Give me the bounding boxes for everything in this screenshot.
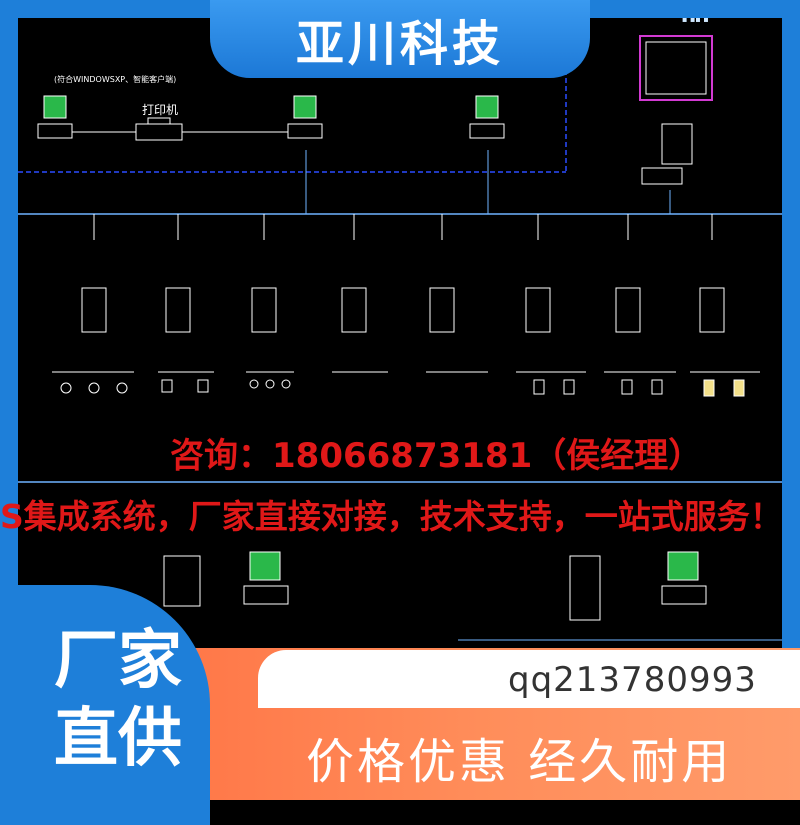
frame-right-bar [782, 0, 800, 800]
qq-number: qq213780993 [508, 660, 757, 700]
service-slogan: S集成系统，厂家直接对接，技术支持，一站式服务！ [0, 497, 783, 536]
badge-line-1: 厂家 [54, 624, 182, 698]
printer-label: 打印机 [142, 103, 178, 117]
server-computer-icon [641, 123, 693, 185]
workstation-icon [287, 95, 323, 139]
factory-direct-badge [0, 585, 210, 825]
cad-diagram-canvas: ▪ ▪▪ ▪ 打印机 (符合WINDOWSXP、智能客户端) [18, 0, 782, 650]
system-diagram: ▪ ▪▪ ▪ 打印机 (符合WINDOWSXP、智能客户端) [18, 15, 782, 641]
brand-title: 亚川科技 [295, 16, 504, 72]
os-label: (符合WINDOWSXP、智能客户端) [54, 74, 176, 84]
qq-box [258, 650, 800, 708]
workstation-icon [37, 95, 73, 139]
svg-text:▪ ▪▪ ▪: ▪ ▪▪ ▪ [682, 15, 709, 24]
title-tab: 亚川科技 [210, 0, 590, 78]
workstation-icon [469, 95, 505, 139]
badge-line-2: 直供 [54, 702, 182, 776]
price-slogan: 价格优惠 经久耐用 [306, 734, 733, 790]
contact-text: 咨询：18066873181（侯经理） [170, 436, 703, 476]
badge-text: 厂家 直供 [54, 622, 182, 778]
printer-icon [135, 117, 183, 141]
